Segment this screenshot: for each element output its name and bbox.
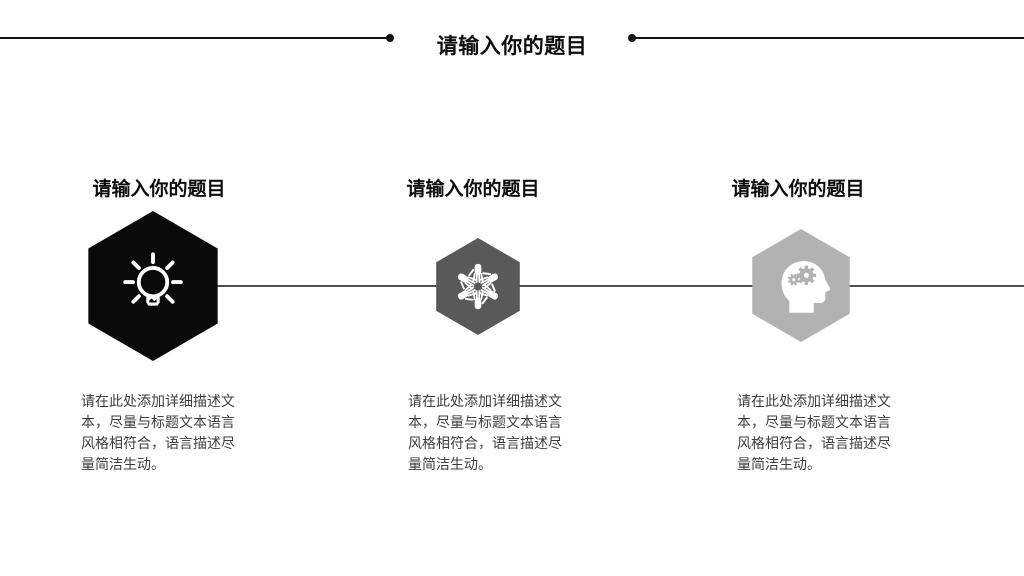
hexagon-lightbulb: [88, 211, 218, 361]
column-3-description: 请在此处添加详细描述文 本，尽量与标题文本语言 风格相符合，语言描述尽 量简洁生…: [737, 391, 922, 475]
header-right-line: [634, 37, 1024, 39]
description-line: 请在此处添加详细描述文: [408, 393, 562, 409]
column-1-heading: 请输入你的题目: [92, 179, 226, 200]
lightbulb-idea-icon: [123, 252, 183, 306]
description-line: 请在此处添加详细描述文: [81, 393, 235, 409]
description-line: 风格相符合，语言描述尽: [408, 435, 562, 451]
description-line: 本，尽量与标题文本语言: [408, 414, 562, 430]
column-3-heading: 请输入你的题目: [731, 179, 865, 200]
gear-small-icon: [787, 273, 800, 286]
connector-line: [150, 285, 1024, 287]
header-right-dot: [628, 34, 636, 42]
column-2-description: 请在此处添加详细描述文 本，尽量与标题文本语言 风格相符合，语言描述尽 量简洁生…: [408, 391, 593, 475]
description-line: 量简洁生动。: [737, 456, 821, 472]
hexagon-teamwork: [436, 238, 520, 335]
hexagon-thinking: [752, 229, 850, 342]
column-2-heading: 请输入你的题目: [406, 179, 540, 200]
gear-large-icon: [796, 265, 817, 286]
slide-title: 请输入你的题目: [436, 35, 588, 58]
description-line: 风格相符合，语言描述尽: [737, 435, 891, 451]
description-line: 量简洁生动。: [81, 456, 165, 472]
description-line: 量简洁生动。: [408, 456, 492, 472]
header-left-dot: [386, 34, 394, 42]
column-1-description: 请在此处添加详细描述文 本，尽量与标题文本语言 风格相符合，语言描述尽 量简洁生…: [81, 391, 266, 475]
description-line: 风格相符合，语言描述尽: [81, 435, 235, 451]
description-line: 本，尽量与标题文本语言: [81, 414, 235, 430]
description-line: 请在此处添加详细描述文: [737, 393, 891, 409]
header-left-line: [0, 37, 388, 39]
thinking-head-gears-icon: [781, 261, 831, 313]
description-line: 本，尽量与标题文本语言: [737, 414, 891, 430]
hexagon-1-shape: [88, 211, 218, 361]
hexagon-2-shape: [436, 238, 520, 335]
